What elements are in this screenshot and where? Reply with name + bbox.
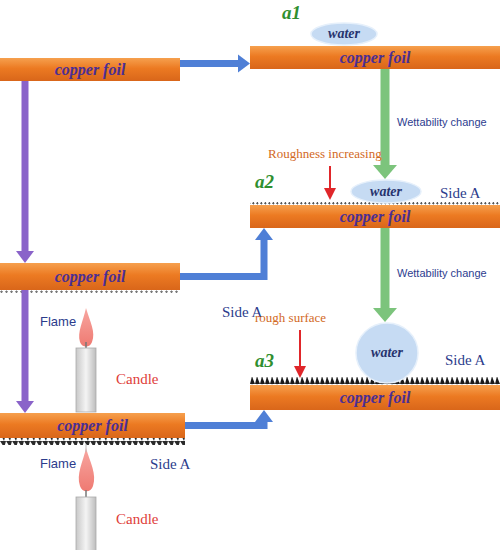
arrow-shaft <box>22 290 29 402</box>
state-label: a1 <box>282 2 301 24</box>
pointer-line <box>329 166 331 190</box>
foil-text: copper foil <box>340 389 411 407</box>
water-drop: water <box>350 179 422 204</box>
candle-label: Candle <box>116 511 159 528</box>
flow-arrow <box>180 228 273 277</box>
drop-text: water <box>328 26 360 42</box>
copper-foil: copper foil <box>250 205 500 228</box>
foil-text: copper foil <box>340 49 411 67</box>
flow-arrow <box>373 228 397 322</box>
annotation-text: rough surface <box>255 310 326 326</box>
pointer-head <box>294 366 306 378</box>
foil-text: copper foil <box>55 61 126 79</box>
arrow-shaft <box>180 60 239 67</box>
foil-text: copper foil <box>340 208 411 226</box>
arrow-head <box>238 55 250 73</box>
drop-text: water <box>371 345 403 361</box>
candle-label: Candle <box>116 371 159 388</box>
flow-arrow <box>185 410 273 426</box>
flame-tip <box>86 444 87 452</box>
foil-text: copper foil <box>55 268 126 286</box>
arrow-shaft <box>381 69 390 166</box>
flow-arrow <box>180 55 250 73</box>
side-label: Side A <box>150 456 190 473</box>
arrow-head <box>16 401 34 413</box>
wick <box>85 490 87 497</box>
arrow-head <box>373 308 397 322</box>
state-label: a2 <box>255 171 274 193</box>
flame-shape <box>79 308 93 347</box>
side-label: Side A <box>440 185 480 202</box>
copper-foil: copper foil <box>250 385 500 410</box>
arrow-shaft <box>22 81 29 252</box>
rough-layer <box>0 438 185 445</box>
arrow-head <box>16 251 34 263</box>
copper-foil: copper foil <box>250 46 500 69</box>
foil-text: copper foil <box>57 417 128 435</box>
side-label: Side A <box>445 352 485 369</box>
edge-label: Wettability change <box>397 267 487 279</box>
flame-shape <box>79 448 94 491</box>
arrow-shaft <box>381 228 390 309</box>
drop-shape <box>356 323 418 383</box>
flame-label: Flame <box>40 456 76 471</box>
drop-text: water <box>370 184 402 200</box>
arrow-shaft <box>180 239 264 277</box>
flame-label: Flame <box>40 314 76 329</box>
annotation-text: Roughness increasing <box>268 146 382 162</box>
flow-arrow <box>16 81 34 263</box>
edge-label: Wettability change <box>397 116 487 128</box>
copper-foil: copper foil <box>0 413 185 438</box>
arrow-head <box>373 165 397 179</box>
arrow-head <box>255 228 273 240</box>
water-drop: water <box>310 22 378 46</box>
flow-arrow <box>373 69 397 179</box>
drop-shape <box>351 180 421 203</box>
water-drop: water <box>355 322 419 384</box>
candle-body <box>76 348 96 412</box>
flow-arrow <box>16 290 34 413</box>
pointer-head <box>324 188 336 200</box>
arrow-head <box>255 410 273 422</box>
copper-foil: copper foil <box>0 58 180 81</box>
arrow-shaft <box>185 421 264 426</box>
state-label: a3 <box>255 350 274 372</box>
copper-foil: copper foil <box>0 263 180 290</box>
drop-shape <box>311 23 377 45</box>
candle-body <box>76 497 96 550</box>
pointer-line <box>299 330 301 368</box>
wick <box>85 342 87 348</box>
